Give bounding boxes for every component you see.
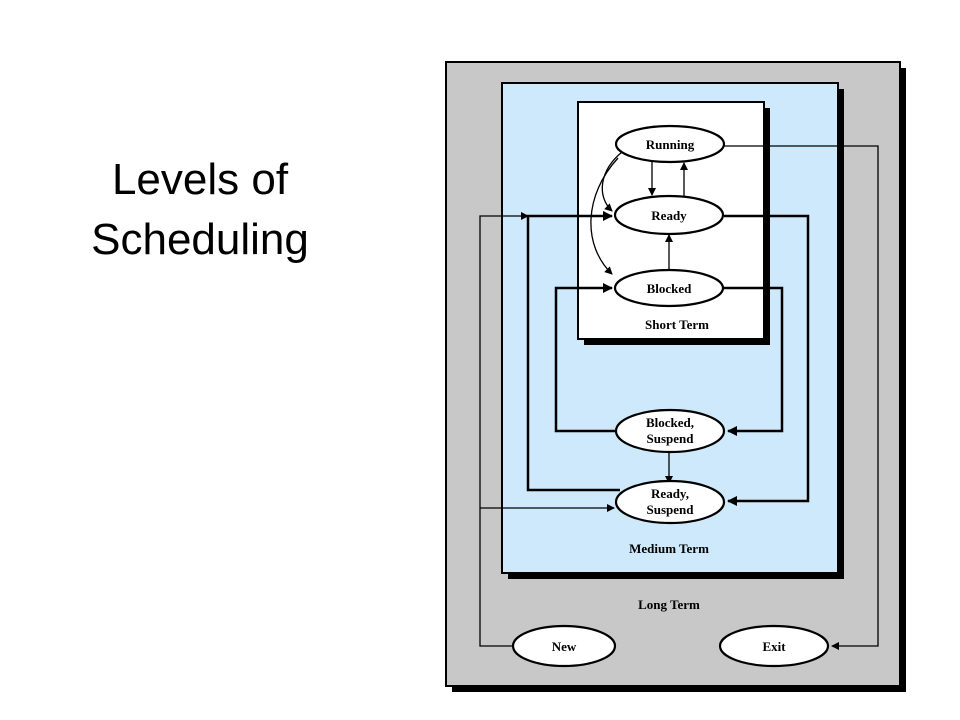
state-blocked: Blocked xyxy=(613,268,725,308)
state-ready-suspend-label-2: Suspend xyxy=(647,502,695,517)
title-line-1: Levels of xyxy=(111,155,289,204)
short-term-label: Short Term xyxy=(645,317,709,332)
state-new: New xyxy=(511,624,617,668)
thin-connectors xyxy=(479,145,879,650)
slide-title: Levels of Scheduling xyxy=(40,150,360,270)
state-exit-label: Exit xyxy=(762,639,786,654)
state-blocked-label: Blocked xyxy=(647,281,693,296)
state-ready-suspend: Ready, Suspend xyxy=(614,479,726,525)
thick-connectors xyxy=(526,211,810,506)
state-blocked-suspend-label-2: Suspend xyxy=(647,431,695,446)
medium-term-label: Medium Term xyxy=(629,541,709,556)
state-running-label: Running xyxy=(646,137,695,152)
long-term-label: Long Term xyxy=(638,597,700,612)
state-exit: Exit xyxy=(718,624,830,668)
state-ready: Ready xyxy=(613,194,725,236)
state-ready-label: Ready xyxy=(651,208,687,223)
state-running: Running xyxy=(614,124,726,164)
title-line-2: Scheduling xyxy=(91,215,309,264)
state-ready-suspend-label-1: Ready, xyxy=(651,486,689,501)
state-new-label: New xyxy=(552,639,577,654)
state-blocked-suspend: Blocked, Suspend xyxy=(614,408,726,454)
state-blocked-suspend-label-1: Blocked, xyxy=(646,415,694,430)
